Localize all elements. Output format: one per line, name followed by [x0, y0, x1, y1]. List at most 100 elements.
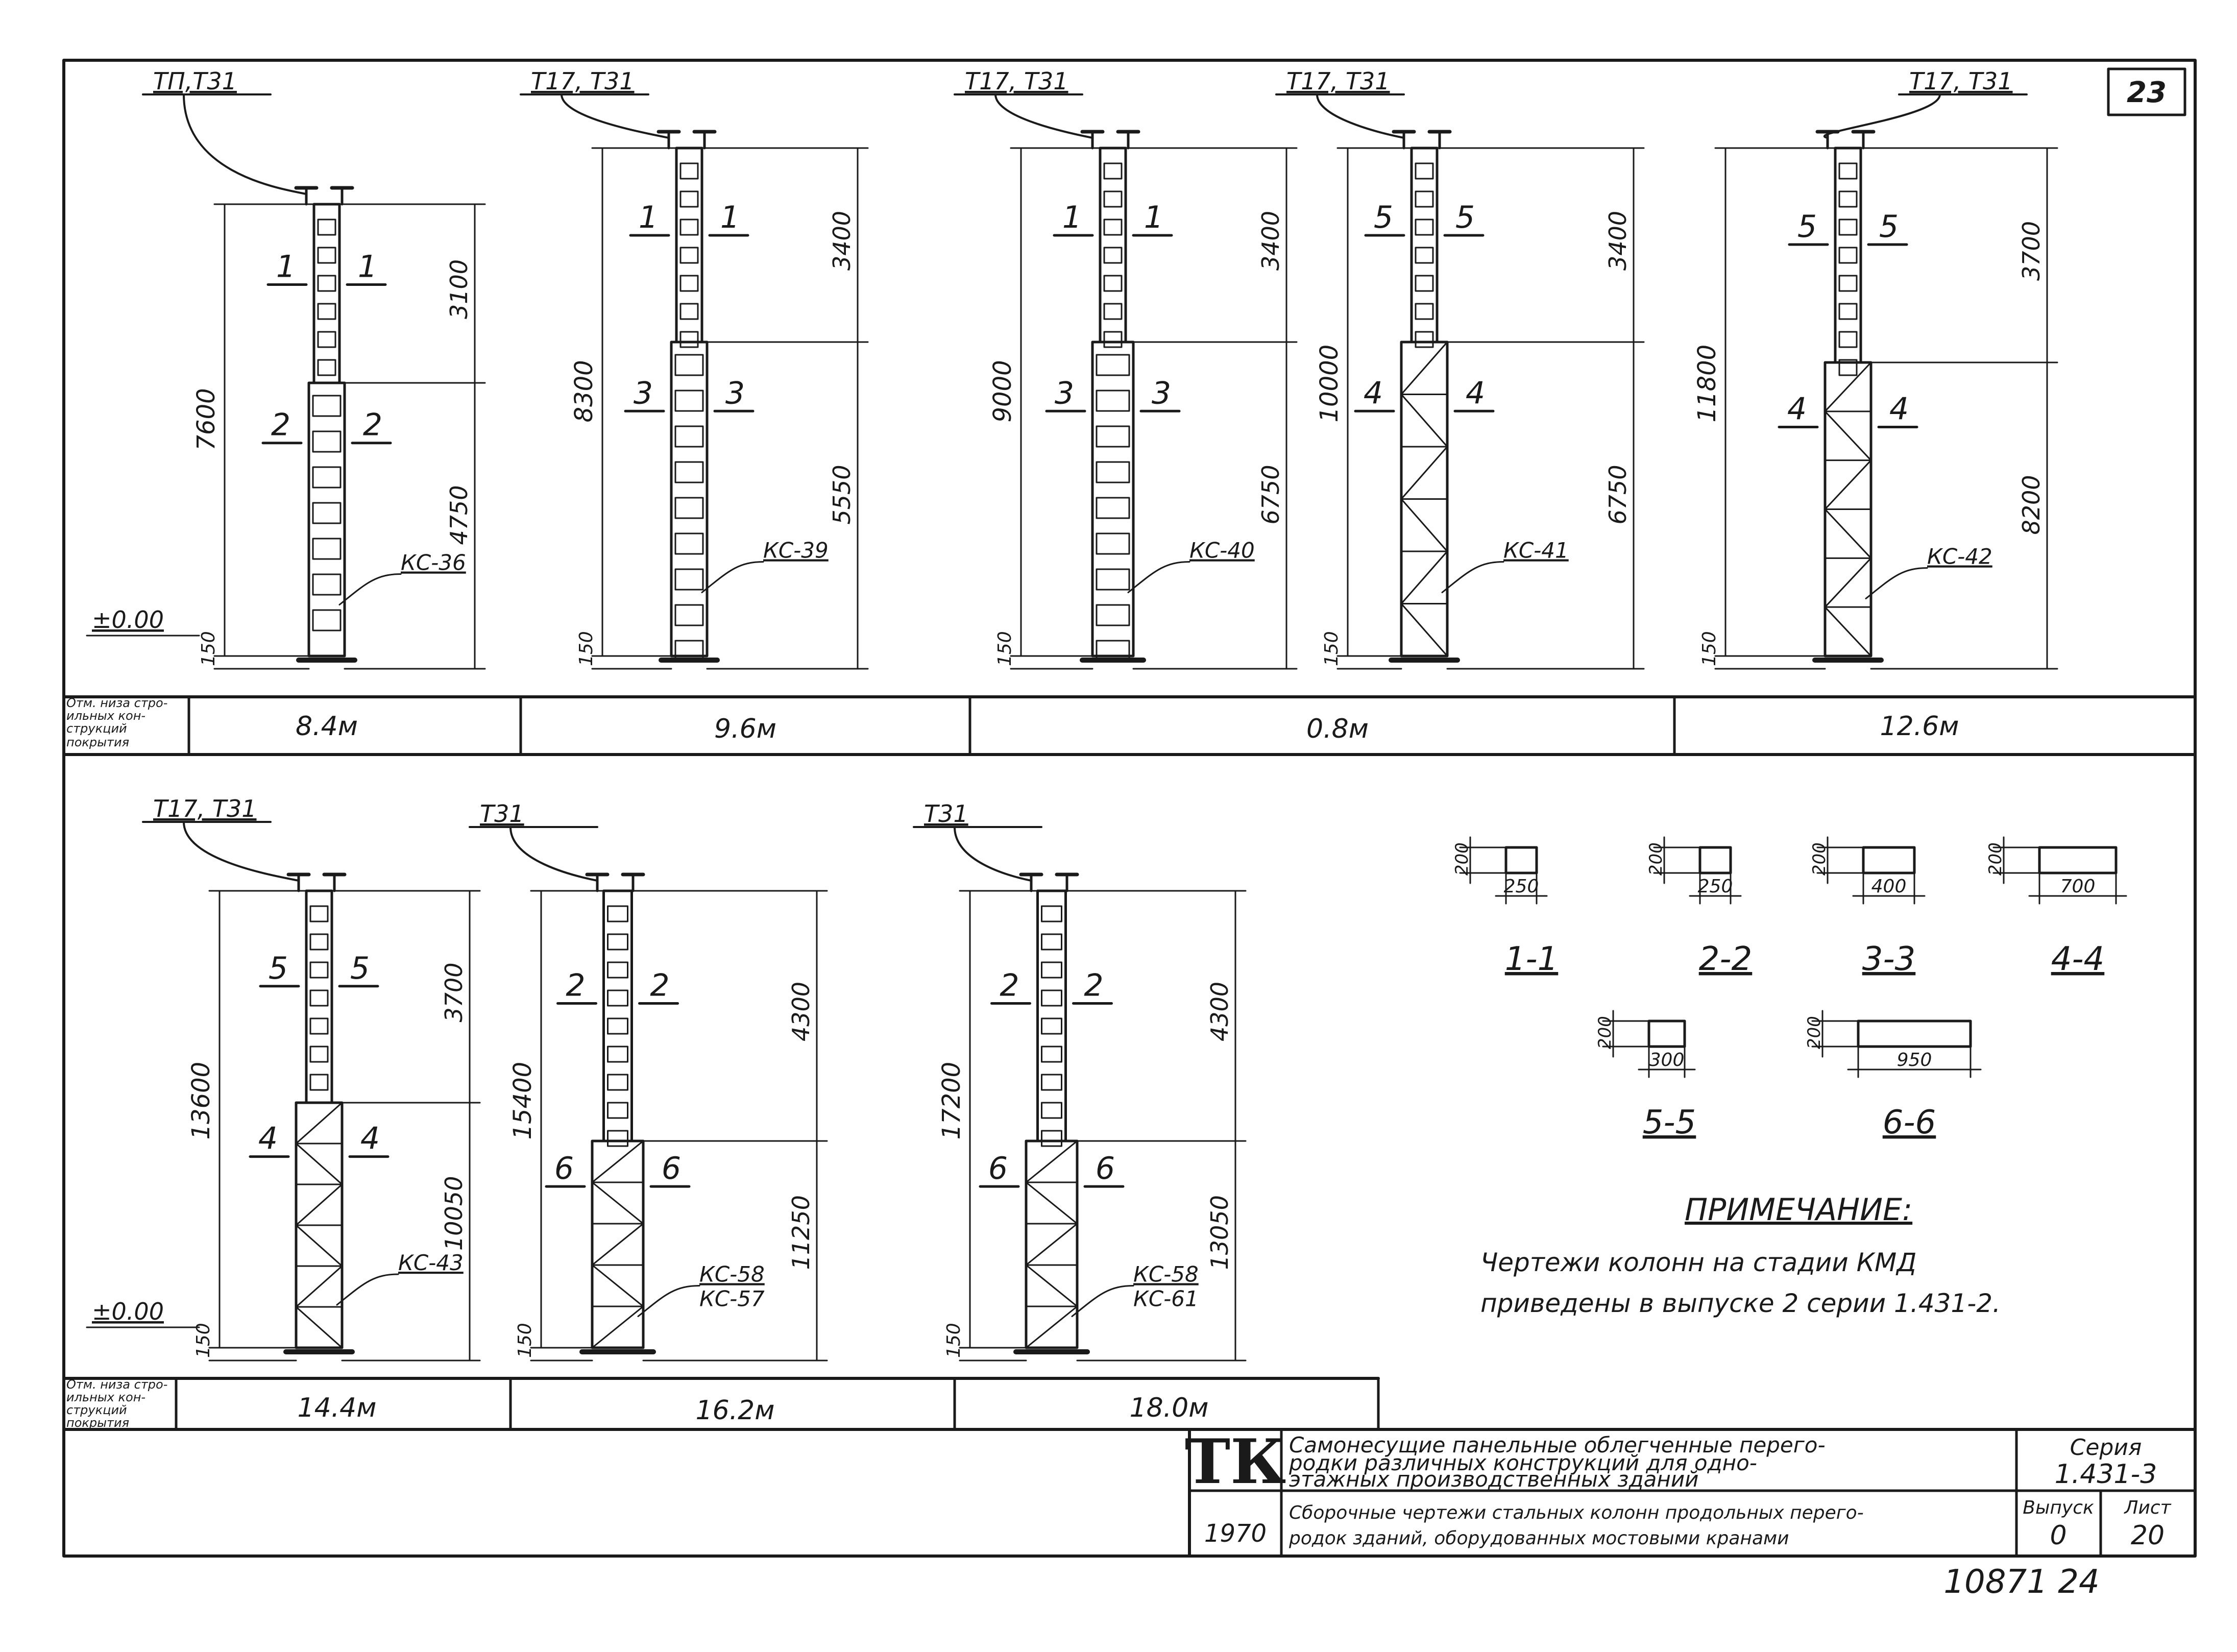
dim-base-label: 150	[515, 1323, 536, 1358]
section-height: 200	[1809, 842, 1830, 876]
lattice-panel	[607, 1046, 628, 1063]
column-mark: КС-36	[401, 550, 466, 575]
lattice-panel	[317, 303, 336, 320]
top-row-label: Отм. низа стро- ильных кон- струкций пок…	[66, 696, 167, 749]
truss-diagonal	[295, 1143, 343, 1185]
lattice-panel	[607, 1017, 628, 1035]
note-block: ПРИМЕЧАНИЕ: Чертежи колонн на стадии КМД…	[1480, 1192, 2001, 1318]
title-block: ТК 1970 Самонесущие панельные облегченны…	[1185, 1426, 2197, 1558]
mark-leader	[701, 561, 764, 593]
title-line-2: родки различных конструкций для одно-	[1288, 1450, 1757, 1475]
lattice-panel	[1838, 162, 1858, 180]
section-outline	[1647, 1019, 1686, 1048]
sheet-frame	[62, 59, 2197, 1558]
lattice-panel	[309, 905, 329, 922]
section-mark: 2	[271, 407, 290, 443]
section-height: 200	[1985, 842, 2006, 876]
section-mark: 1	[1062, 200, 1082, 235]
lattice-panel	[312, 430, 342, 453]
lattice-panel	[1096, 497, 1130, 519]
lattice-panel	[679, 190, 699, 208]
lattice-panel	[1415, 247, 1434, 264]
row-label-line: струкций	[66, 721, 127, 736]
lattice-panel	[1103, 218, 1123, 236]
lattice-panel	[309, 989, 329, 1007]
truss-diagonal	[1824, 410, 1872, 461]
dim-total-label: 15400	[508, 1062, 537, 1140]
dim-lower-label: 13050	[1206, 1195, 1233, 1270]
dim-lower-label: 6750	[1257, 465, 1284, 524]
lattice-panel	[1415, 162, 1434, 180]
lattice-panel	[679, 331, 699, 348]
sheet-label: Лист	[2123, 1497, 2171, 1518]
section-mark: 5	[350, 951, 370, 986]
dim-total-label: 11800	[1693, 345, 1721, 423]
section-width: 250	[1698, 876, 1733, 897]
section-mark: 2	[1084, 968, 1103, 1004]
truss-diagonal	[295, 1306, 343, 1349]
truss-diagonal	[591, 1140, 644, 1183]
truss-diagonal	[1025, 1140, 1078, 1183]
lattice-panel	[607, 989, 628, 1007]
lattice-panel	[674, 604, 704, 626]
lattice-panel	[1096, 425, 1130, 448]
lattice-panel	[309, 1017, 329, 1035]
truss-diagonal	[1400, 603, 1448, 657]
truss-diagonal	[295, 1224, 343, 1267]
height-cell: 8.4м	[296, 711, 358, 742]
cross-sections: 2002501-12002502-22004003-32007004-42003…	[1452, 836, 2127, 1141]
dim-upper-label: 3400	[828, 211, 856, 271]
row-label-line: струкций	[66, 1403, 127, 1417]
section-mark: 1	[358, 249, 377, 285]
lattice-panel	[1041, 989, 1062, 1007]
lattice-panel	[317, 331, 336, 348]
truss-diagonal	[591, 1305, 644, 1349]
dim-upper-label: 3400	[1604, 211, 1632, 271]
dim-upper-label: 3100	[445, 259, 473, 319]
height-cell: 14.4м	[297, 1393, 376, 1423]
issue-value: 0	[2050, 1520, 2066, 1551]
dim-upper-label: 3400	[1257, 211, 1284, 271]
section-mark: 6	[988, 1151, 1008, 1186]
year: 1970	[1204, 1519, 1267, 1548]
dim-base-label: 150	[193, 1323, 214, 1358]
lattice-panel	[1415, 275, 1434, 292]
section-height: 200	[1804, 1016, 1825, 1049]
column-mark: КС-40	[1189, 538, 1255, 563]
dim-base-label: 150	[994, 631, 1015, 666]
tag-leader	[954, 93, 1093, 139]
row-label-line: покрытия	[66, 735, 129, 749]
column-mark-2: КС-61	[1133, 1286, 1199, 1311]
lattice-panel	[679, 162, 699, 180]
truss-diagonal	[1400, 446, 1448, 500]
lattice-panel	[1041, 1074, 1062, 1091]
truss-diagonal	[1025, 1223, 1078, 1266]
tag-leader	[469, 826, 598, 882]
zero-level: ±0.00	[92, 1298, 164, 1325]
section-mark: 2	[363, 407, 382, 443]
dim-lower-label: 8200	[2017, 475, 2045, 535]
lattice-panel	[1103, 247, 1123, 264]
title-line-3: этажных производственных зданий	[1289, 1467, 1698, 1492]
truss-diagonal	[1824, 508, 1872, 559]
section-mark: 2	[1000, 968, 1019, 1004]
section-height: 200	[1595, 1016, 1615, 1049]
section-mark: 4	[1364, 375, 1383, 411]
lattice-panel	[1096, 568, 1130, 591]
truss-diagonal	[1025, 1305, 1078, 1349]
truss-diagonal	[1025, 1181, 1078, 1225]
mark-leader	[338, 573, 402, 605]
section-mark: 6	[1096, 1151, 1115, 1186]
lattice-panel	[312, 573, 342, 596]
section-label: 4-4	[2051, 940, 2105, 978]
height-cell: 0.8м	[1306, 714, 1369, 744]
dim-upper-label: 3700	[2017, 221, 2045, 281]
section-label: 2-2	[1699, 940, 1753, 978]
lattice-panel	[312, 502, 342, 524]
lattice-panel	[309, 933, 329, 951]
lattice-panel	[1041, 1046, 1062, 1063]
